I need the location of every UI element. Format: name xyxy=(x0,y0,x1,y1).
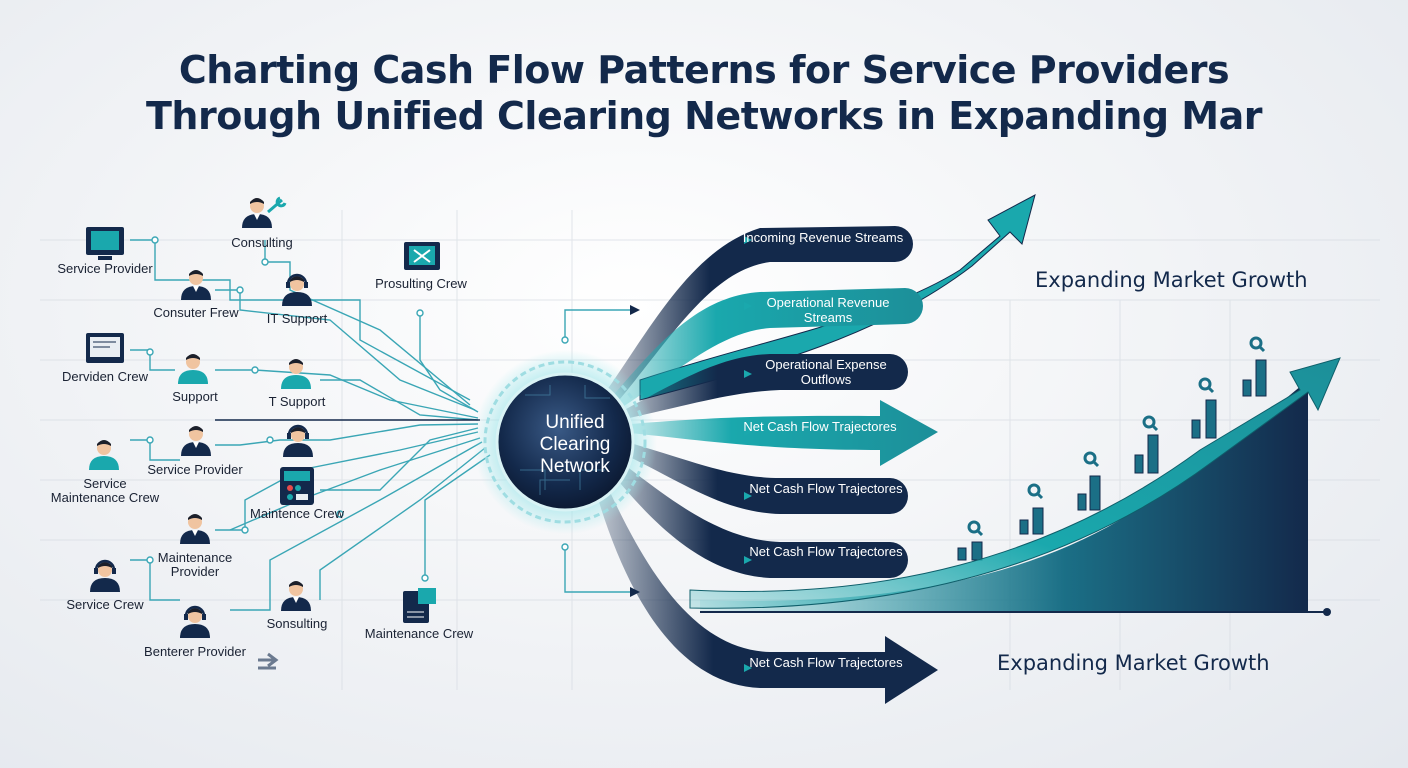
headset-person-icon xyxy=(280,273,314,308)
node-label: IT Support xyxy=(266,311,328,326)
growth-arrow-bottom xyxy=(689,357,1341,609)
person-icon xyxy=(181,270,211,300)
node-label: Consuter Frew xyxy=(153,305,239,320)
connector-dots xyxy=(146,236,569,582)
hub-ring xyxy=(483,360,647,524)
headset-person-icon xyxy=(281,424,315,459)
node-label: Sonsulting xyxy=(266,616,328,631)
node-label: Service Provider xyxy=(57,261,153,276)
growth-label-top: Expanding Market Growth xyxy=(1035,268,1308,292)
headset-person-icon xyxy=(88,559,122,594)
monitor-icon xyxy=(86,333,124,363)
flow-label-net-cash-3: Net Cash Flow Trajectores xyxy=(749,544,903,559)
node-support: Support xyxy=(140,390,250,404)
small-arrow-top xyxy=(630,305,640,315)
flow-label-operational-revenue: Operational Revenue Streams xyxy=(766,295,890,325)
network-connectors xyxy=(130,239,635,611)
monitor-icon xyxy=(404,242,440,270)
ribbon-arrowheads xyxy=(744,236,752,672)
node-service-crew: Service Crew xyxy=(50,598,160,612)
hub-circuit-lines xyxy=(520,385,610,495)
wrench-icon xyxy=(267,196,287,214)
node-label: Service Crew xyxy=(66,597,144,612)
node-consulting: Consulting xyxy=(207,236,317,250)
node-label: T Support xyxy=(268,394,326,409)
node-derviden-crew: Derviden Crew xyxy=(50,370,160,384)
node-label: Prosulting Crew xyxy=(375,276,467,291)
node-service-provider-2: Service Provider xyxy=(140,463,250,477)
return-arrow-icon xyxy=(258,652,279,670)
flow-label-net-cash-2: Net Cash Flow Trajectores xyxy=(749,481,903,496)
flow-label-operational-expense: Operational Expense Outflows xyxy=(765,357,887,387)
node-label: Service Maintenance Crew xyxy=(50,476,160,505)
node-label: Derviden Crew xyxy=(62,369,148,384)
person-icon xyxy=(180,514,210,544)
node-service-provider: Service Provider xyxy=(50,262,160,276)
node-maintenance-crew: Maintenance Crew xyxy=(364,627,474,641)
node-t-support: T Support xyxy=(242,395,352,409)
node-service-maintenance-crew: Service Maintenance Crew xyxy=(50,477,160,505)
growth-label-bottom: Expanding Market Growth xyxy=(997,651,1270,675)
node-label: Support xyxy=(172,389,218,404)
flow-label-net-cash-4: Net Cash Flow Trajectores xyxy=(749,655,903,670)
flow-label-net-cash-1: Net Cash Flow Trajectores xyxy=(743,419,897,434)
hub-core xyxy=(495,372,635,512)
person-wrench-icon xyxy=(242,198,272,228)
node-label: Maintenance Provider xyxy=(157,550,233,579)
page-title-line-2: Through Unified Clearing Networks in Exp… xyxy=(145,94,1263,138)
person-icon xyxy=(178,354,208,384)
node-it-support: IT Support xyxy=(242,312,352,326)
flow-ribbons xyxy=(592,226,938,704)
node-consuter-frew: Consuter Frew xyxy=(141,306,251,320)
node-label: Service Provider xyxy=(147,462,243,477)
person-icon xyxy=(281,581,311,611)
node-label: Maintence Crew xyxy=(250,506,344,521)
document-icon xyxy=(403,588,436,623)
person-icon xyxy=(181,426,211,456)
page-title-line-1: Charting Cash Flow Patterns for Service … xyxy=(178,48,1230,92)
node-maintence-crew: Maintence Crew xyxy=(242,507,352,521)
node-prosulting-crew: Prosulting Crew xyxy=(366,277,476,291)
people-icons xyxy=(86,227,440,623)
headset-person-icon xyxy=(178,605,212,640)
growth-bars xyxy=(957,359,1267,561)
person-icon xyxy=(89,440,119,470)
node-label: Maintenance Crew xyxy=(364,626,474,641)
node-label: Consulting xyxy=(231,235,293,250)
magnifier-icons xyxy=(967,336,1266,537)
small-arrow-bottom xyxy=(630,587,640,597)
node-maintenance-provider: Maintenance Provider xyxy=(140,551,250,579)
node-sonsulting: Sonsulting xyxy=(242,617,352,631)
node-benterer-provider: Benterer Provider xyxy=(140,645,250,659)
hub-label: Unified Clearing Network xyxy=(539,412,611,477)
growth-area xyxy=(700,380,1308,612)
flow-label-incoming-revenue: Incoming Revenue Streams xyxy=(742,230,904,245)
node-label: Benterer Provider xyxy=(144,644,246,659)
person-icon xyxy=(281,359,311,389)
dashboard-icon xyxy=(280,467,314,505)
monitor-icon xyxy=(86,227,124,260)
